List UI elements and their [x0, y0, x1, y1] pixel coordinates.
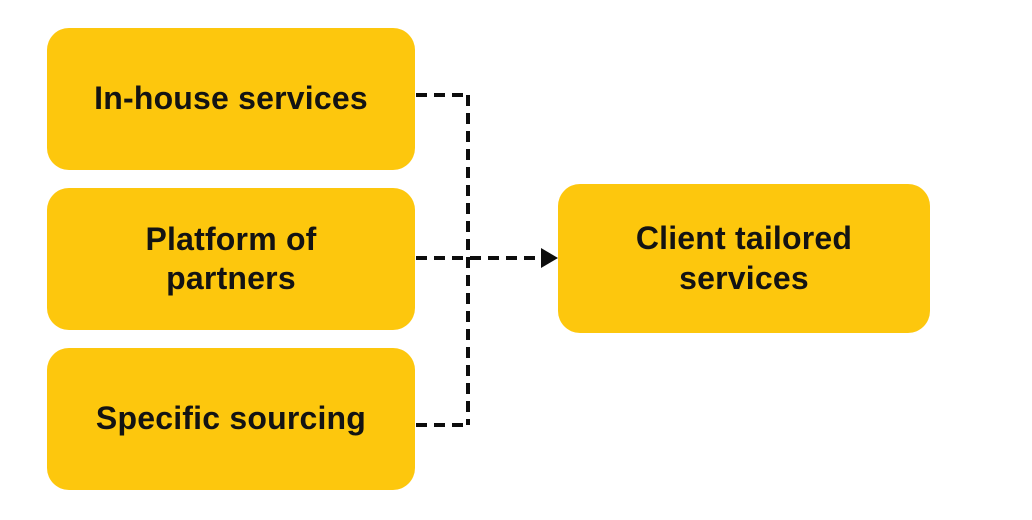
- arrow-head: [541, 248, 558, 268]
- box-platform-of-partners: Platform of partners: [47, 188, 415, 330]
- box-in-house-services: In-house services: [47, 28, 415, 170]
- box-client-tailored-services-label: Client tailored services: [635, 220, 853, 296]
- box-in-house-services-label: In-house services: [94, 80, 368, 117]
- box-specific-sourcing-label: Specific sourcing: [95, 400, 367, 437]
- box-client-tailored-services: Client tailored services: [558, 184, 930, 333]
- box-platform-of-partners-label: Platform of partners: [145, 220, 317, 296]
- box-specific-sourcing: Specific sourcing: [47, 348, 415, 490]
